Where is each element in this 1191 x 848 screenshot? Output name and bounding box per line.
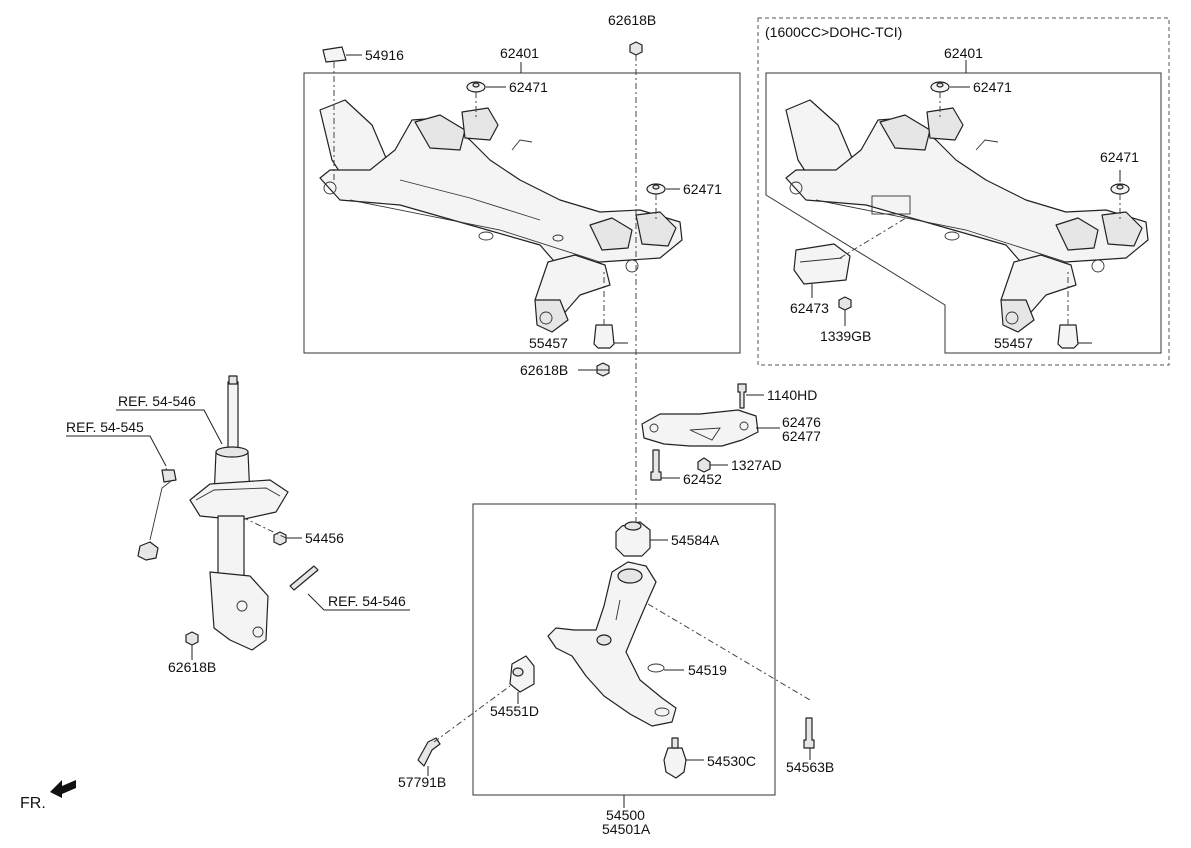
crossmember-box-left [303, 72, 741, 354]
label-54551D: 54551D [490, 703, 539, 719]
bracket-62473-drawing [793, 217, 907, 311]
label-55457-left: 55457 [529, 335, 568, 351]
label-54584A: 54584A [671, 532, 720, 548]
label-1339GB: 1339GB [820, 328, 871, 344]
front-arrow-icon [50, 780, 76, 798]
label-57791B: 57791B [398, 774, 446, 790]
label-62401-right: 62401 [944, 45, 983, 61]
label-62476: 62476 [782, 414, 821, 430]
label-62477: 62477 [782, 428, 821, 444]
leader-lines [66, 54, 1121, 808]
label-55457-right: 55457 [994, 335, 1033, 351]
label-62471-right-top: 62471 [973, 79, 1012, 95]
label-62473: 62473 [790, 300, 829, 316]
variant-dashed-box [757, 17, 1170, 366]
label-ref-54-546-mid: REF. 54-546 [328, 593, 406, 609]
mount-washers [322, 41, 1130, 377]
lower-arm-drawing [417, 521, 815, 779]
label-1140HD: 1140HD [767, 387, 817, 403]
label-ref-54-545: REF. 54-545 [66, 419, 144, 435]
label-1327AD: 1327AD [731, 457, 782, 473]
label-54563B: 54563B [786, 759, 834, 775]
fr-label: FR. [20, 795, 46, 812]
label-62401-left: 62401 [500, 45, 539, 61]
label-62471-left-mid: 62471 [683, 181, 722, 197]
label-54530C: 54530C [707, 753, 756, 769]
label-62618B-mid: 62618B [520, 362, 568, 378]
label-62618B-top: 62618B [608, 12, 656, 28]
label-62471-left-top: 62471 [509, 79, 548, 95]
label-62618B-low: 62618B [168, 659, 216, 675]
label-54500: 54500 [606, 807, 645, 823]
crossmember-box-right [765, 72, 1162, 354]
label-54916: 54916 [365, 47, 404, 63]
label-54501A: 54501A [602, 821, 651, 837]
label-54519: 54519 [688, 662, 727, 678]
label-62471-right-mid: 62471 [1100, 149, 1139, 165]
label-54456: 54456 [305, 530, 344, 546]
label-ref-54-546-top: REF. 54-546 [118, 393, 196, 409]
bracket-62476-drawing [641, 383, 759, 481]
crossmember-left-drawing [319, 99, 683, 333]
variant-label: (1600CC>DOHC-TCI) [765, 24, 902, 40]
strut-assembly-drawing [137, 375, 319, 651]
label-62452: 62452 [683, 471, 722, 487]
crossmember-right-drawing [785, 99, 1149, 333]
